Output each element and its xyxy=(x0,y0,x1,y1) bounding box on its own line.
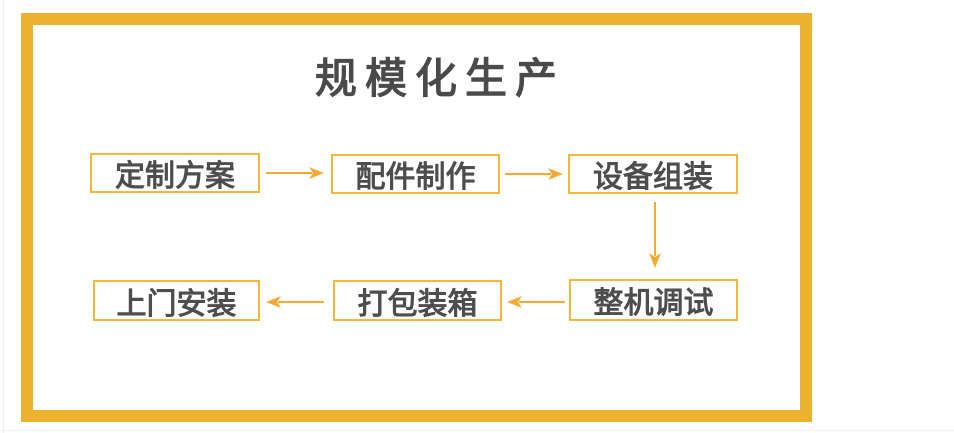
diagram-border-frame xyxy=(21,13,812,422)
flow-step-parts-production: 配件制作 xyxy=(331,154,500,194)
flow-step-label: 设备组装 xyxy=(593,161,713,194)
flow-step-label: 打包装箱 xyxy=(357,287,478,321)
page-left-edge-line xyxy=(3,0,4,433)
arrow-right-1-icon xyxy=(266,167,324,179)
flow-step-machine-testing: 整机调试 xyxy=(569,279,738,321)
flow-step-packing: 打包装箱 xyxy=(333,280,502,321)
page-bottom-edge-line xyxy=(0,430,954,431)
flow-step-label: 整机调试 xyxy=(593,287,714,320)
arrow-right-2-icon xyxy=(505,168,563,180)
flow-step-onsite-installation: 上门安装 xyxy=(93,280,260,321)
flow-step-label: 上门安装 xyxy=(116,287,237,321)
arrow-left-1-icon xyxy=(507,296,565,308)
flow-step-label: 定制方案 xyxy=(115,160,235,193)
flow-step-custom-plan: 定制方案 xyxy=(90,153,260,193)
flow-step-equipment-assembly: 设备组装 xyxy=(568,154,738,194)
diagram-title: 规模化生产 xyxy=(314,55,566,102)
arrow-left-2-icon xyxy=(266,296,324,308)
arrow-down-icon xyxy=(649,202,661,268)
flow-step-label: 配件制作 xyxy=(355,161,476,194)
